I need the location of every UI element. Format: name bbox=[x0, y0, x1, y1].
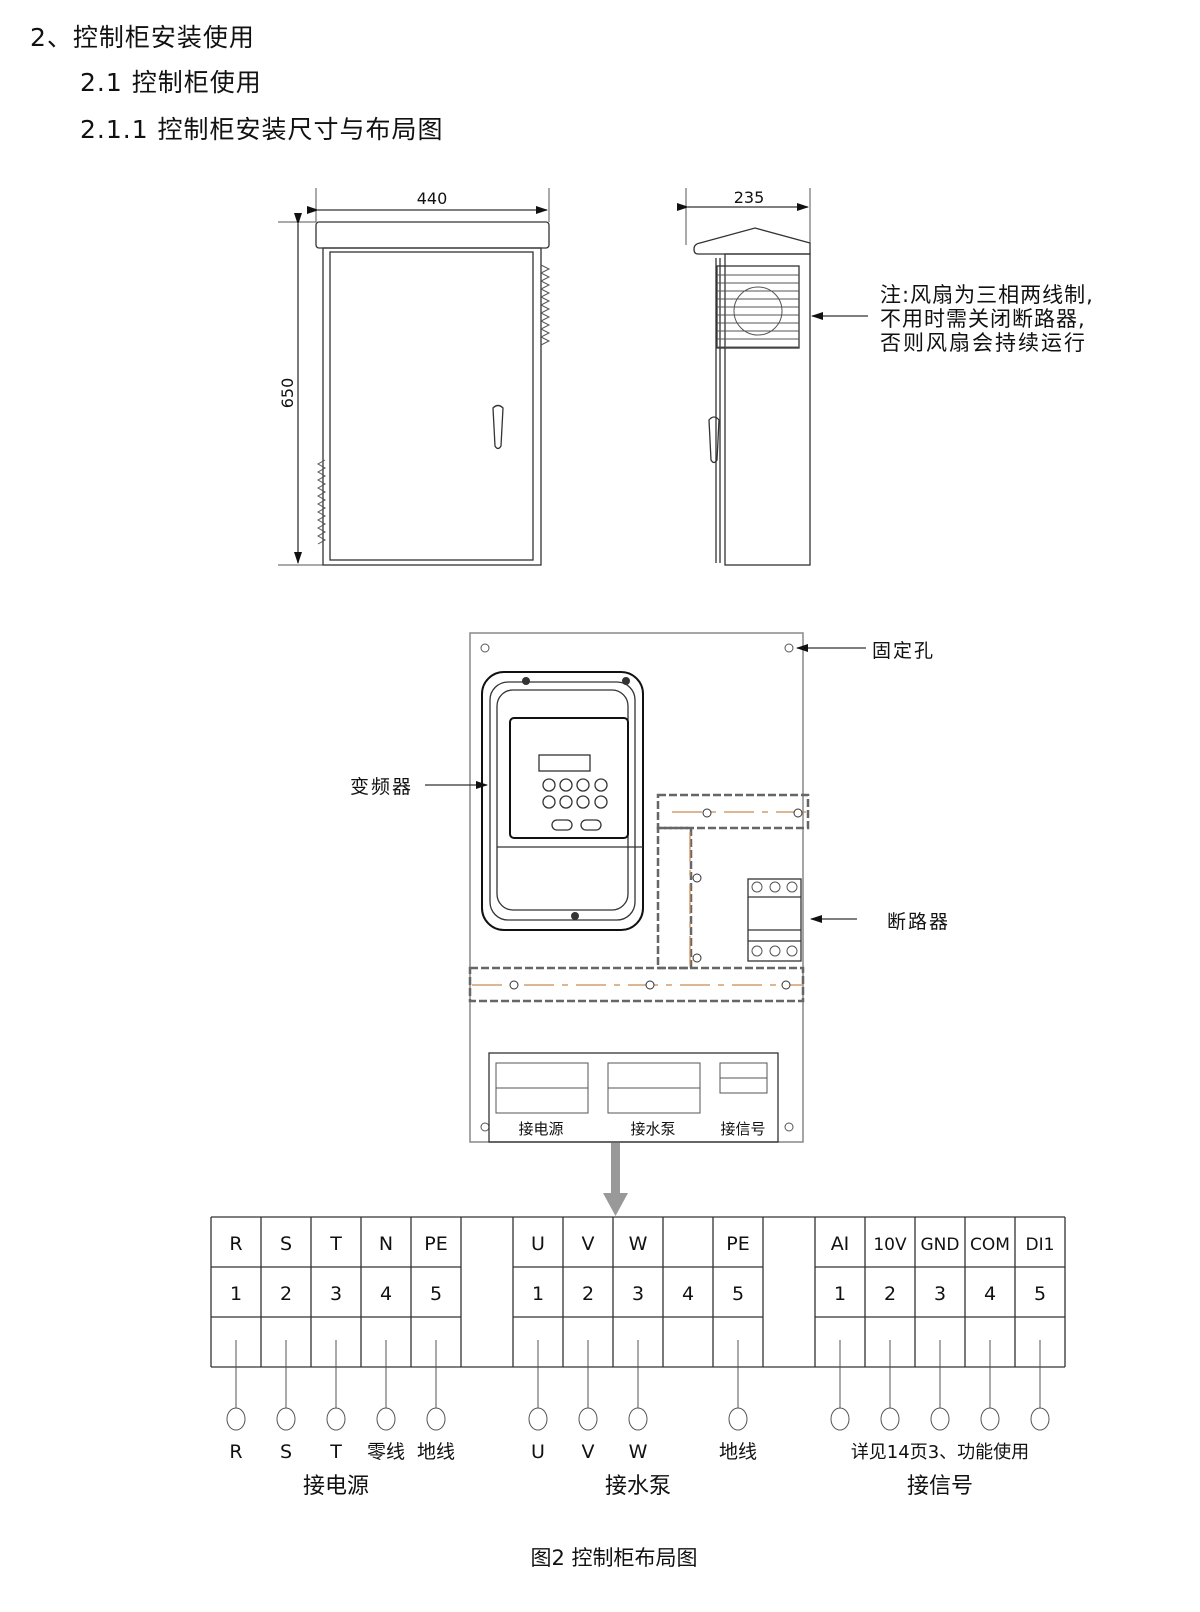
wire-duct bbox=[468, 793, 810, 1003]
terminal-box: 接电源 接水泵 接信号 bbox=[488, 1052, 779, 1143]
inverter-label: 变频器 bbox=[350, 776, 413, 798]
fan-note-line1: 注:风扇为三相两线制, bbox=[880, 283, 1094, 307]
terminal-header-cell: N bbox=[379, 1233, 393, 1255]
terminal-header-cell: COM bbox=[970, 1235, 1010, 1255]
terminal-group-label: 接电源 bbox=[303, 1474, 369, 1499]
terminal-pump-label: 接水泵 bbox=[630, 1120, 675, 1138]
terminal-group-label: 接水泵 bbox=[605, 1474, 671, 1499]
terminal-header-cell: V bbox=[582, 1233, 595, 1255]
terminal-number-cell: 2 bbox=[280, 1283, 292, 1305]
circuit-breaker bbox=[747, 878, 802, 962]
wire-label: R bbox=[229, 1441, 242, 1463]
terminal-table: R1RS2ST3TN4零线PE5地线接电源U1UV2VW3W4PE5地线接水泵A… bbox=[210, 1216, 1066, 1499]
terminal-number-cell: 4 bbox=[682, 1283, 694, 1305]
terminal-header-cell: T bbox=[329, 1233, 342, 1255]
wire-terminal-ring bbox=[930, 1407, 950, 1431]
subsection-heading: 2.1 控制柜使用 bbox=[80, 68, 262, 97]
mounting-hole-label: 固定孔 bbox=[872, 640, 935, 662]
subsubsection-heading: 2.1.1 控制柜安装尺寸与布局图 bbox=[80, 115, 444, 144]
terminal-group-label: 接信号 bbox=[907, 1474, 973, 1499]
wire-label: 地线 bbox=[417, 1441, 455, 1463]
wire-label: W bbox=[629, 1441, 648, 1463]
wire-label: 地线 bbox=[719, 1441, 757, 1463]
terminal-number-cell: 4 bbox=[380, 1283, 392, 1305]
terminal-header-cell: U bbox=[531, 1233, 545, 1255]
wire-label: V bbox=[582, 1441, 595, 1463]
wire-terminal-ring bbox=[326, 1407, 346, 1431]
signal-note: 详见14页3、功能使用 bbox=[851, 1442, 1029, 1463]
fan-note-line2: 不用时需关闭断路器, bbox=[880, 307, 1086, 331]
terminal-number-cell: 1 bbox=[834, 1283, 846, 1305]
terminal-number-cell: 1 bbox=[532, 1283, 544, 1305]
wire-terminal-ring bbox=[226, 1407, 246, 1431]
terminal-header-cell: W bbox=[629, 1233, 648, 1255]
terminal-header-cell: 10V bbox=[873, 1235, 907, 1255]
wire-terminal-ring bbox=[628, 1407, 648, 1431]
wire-terminal-ring bbox=[578, 1407, 598, 1431]
wire-label: U bbox=[531, 1441, 545, 1463]
wire-label: S bbox=[280, 1441, 292, 1463]
terminal-number-cell: 2 bbox=[884, 1283, 896, 1305]
terminal-power-label: 接电源 bbox=[518, 1120, 563, 1138]
terminal-header-cell: DI1 bbox=[1026, 1235, 1055, 1255]
fan-louver bbox=[716, 265, 800, 349]
wire-terminal-ring bbox=[426, 1407, 446, 1431]
terminal-header-cell: R bbox=[229, 1233, 242, 1255]
wire-terminal-ring bbox=[528, 1407, 548, 1431]
terminal-number-cell: 5 bbox=[732, 1283, 744, 1305]
figure-caption: 图2 控制柜布局图 bbox=[530, 1546, 697, 1570]
wire-terminal-ring bbox=[276, 1407, 296, 1431]
terminal-header-cell: GND bbox=[921, 1235, 960, 1255]
cabinet-side-view: 235 注:风扇为三相两线制, 不用时需关闭断路器, 否则风扇会持续运行 bbox=[677, 188, 1094, 566]
terminal-number-cell: 3 bbox=[632, 1283, 644, 1305]
mounting-plate: 固定孔 变频器 bbox=[350, 632, 950, 1143]
wire-label: T bbox=[329, 1441, 342, 1463]
breaker-label: 断路器 bbox=[887, 911, 950, 933]
wire-terminal-ring bbox=[880, 1407, 900, 1431]
mounting-hole bbox=[480, 643, 794, 1132]
wire-terminal-ring bbox=[980, 1407, 1000, 1431]
terminal-number-cell: 5 bbox=[430, 1283, 442, 1305]
terminal-number-cell: 4 bbox=[984, 1283, 996, 1305]
fan-note-line3: 否则风扇会持续运行 bbox=[880, 331, 1087, 355]
terminal-signal-label: 接信号 bbox=[720, 1120, 765, 1138]
cabinet-front-view: 440 650 bbox=[278, 188, 551, 566]
terminal-header-cell: AI bbox=[831, 1233, 850, 1255]
side-depth-label: 235 bbox=[734, 188, 765, 207]
terminal-number-cell: 1 bbox=[230, 1283, 242, 1305]
terminal-header-cell: S bbox=[280, 1233, 292, 1255]
wire-terminal-ring bbox=[376, 1407, 396, 1431]
wire-terminal-ring bbox=[1030, 1407, 1050, 1431]
wire-terminal-ring bbox=[728, 1407, 748, 1431]
inverter bbox=[481, 671, 644, 931]
terminal-number-cell: 2 bbox=[582, 1283, 594, 1305]
height-label: 650 bbox=[278, 378, 297, 409]
terminal-number-cell: 3 bbox=[330, 1283, 342, 1305]
terminal-number-cell: 3 bbox=[934, 1283, 946, 1305]
terminal-header-cell: PE bbox=[424, 1233, 447, 1255]
section-heading: 2、控制柜安装使用 bbox=[30, 23, 255, 52]
front-width-label: 440 bbox=[417, 189, 448, 208]
pointer-arrow bbox=[603, 1143, 628, 1216]
terminal-header-cell: PE bbox=[726, 1233, 749, 1255]
terminal-number-cell: 5 bbox=[1034, 1283, 1046, 1305]
wire-terminal-ring bbox=[830, 1407, 850, 1431]
wire-label: 零线 bbox=[367, 1441, 405, 1463]
